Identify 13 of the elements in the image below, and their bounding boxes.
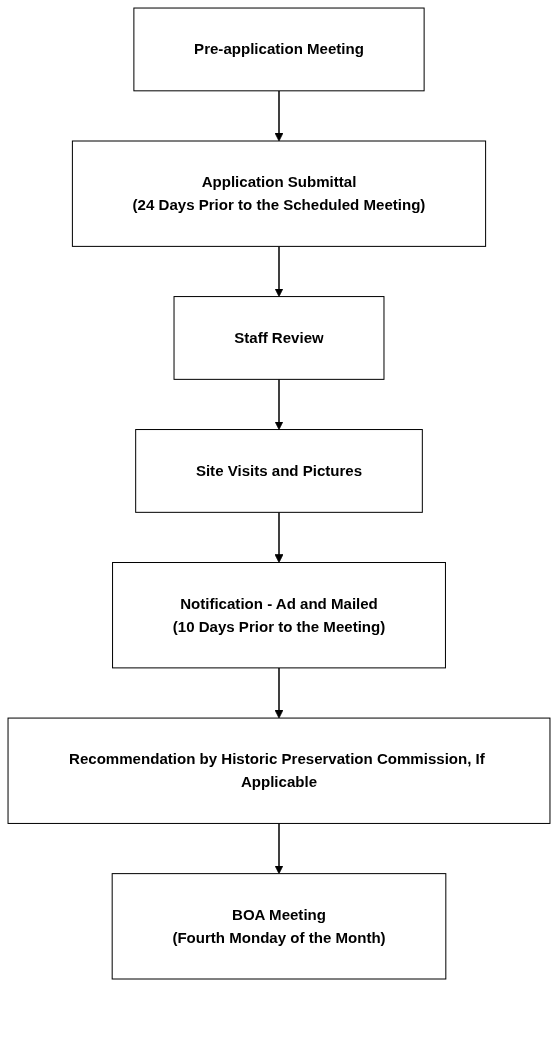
- node-box: Staff Review: [173, 296, 385, 380]
- node-box: Site Visits and Pictures: [135, 429, 423, 513]
- arrow: [274, 667, 284, 719]
- arrow: [274, 90, 284, 142]
- node-box: Notification - Ad and Mailed (10 Days Prior to the Meeting): [112, 562, 446, 669]
- arrow: [274, 378, 284, 430]
- arrow: [274, 245, 284, 297]
- node-box: Application Submittal (24 Days Prior to the Scheduled Meeting): [71, 140, 487, 247]
- node-box: Recommendation by Historic Preservation Commission, If Applicable: [7, 717, 551, 824]
- arrow: [274, 822, 284, 875]
- node-box: Pre-application Meeting: [133, 7, 425, 92]
- arrow: [274, 511, 284, 563]
- node-box: BOA Meeting (Fourth Monday of the Month): [111, 873, 447, 980]
